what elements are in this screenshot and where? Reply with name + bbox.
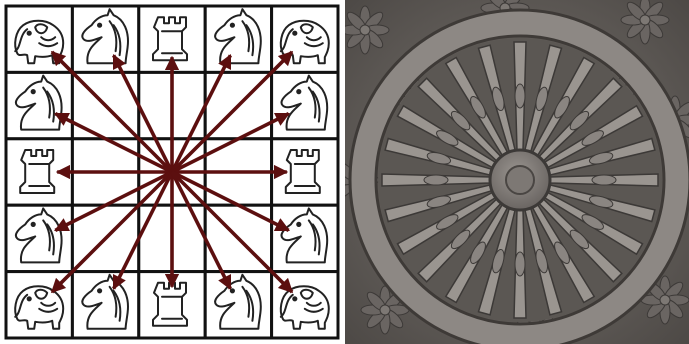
move-arrows [52,52,292,292]
wheel-spoke [550,174,658,186]
wheel-spoke [514,42,526,150]
chariot-icon [153,17,187,60]
chariot-icon [20,150,54,193]
wheel-hub-center [506,166,534,194]
lotus-carving [345,6,389,54]
wheel-spoke [514,210,526,318]
stone-wheel-photo [345,0,689,344]
chariot-icon [153,283,187,326]
chariot-icon [286,150,320,193]
chessboard-diagram [0,0,344,344]
lotus-carving [621,0,669,44]
wheel-spoke [382,174,490,186]
